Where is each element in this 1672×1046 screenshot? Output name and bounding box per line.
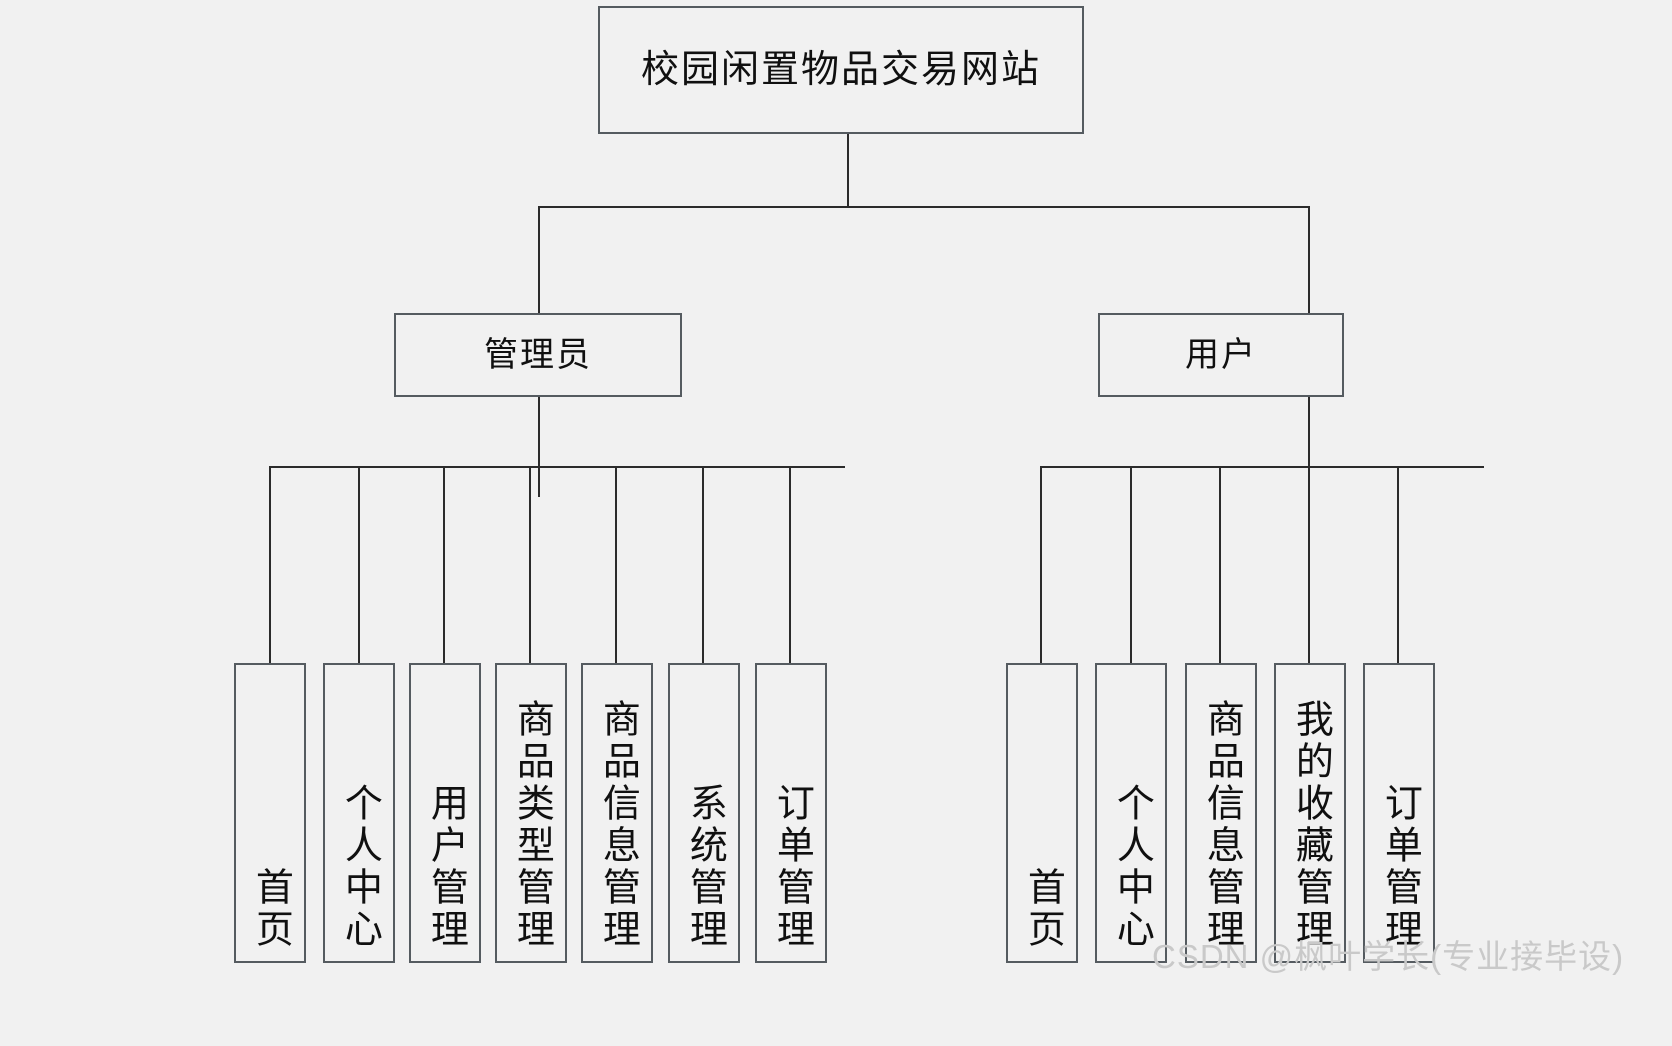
leaf-user-product-info-management: 商品信息管理 <box>1185 663 1257 963</box>
leaf-user-personal-center-label: 个人中心 <box>1110 783 1153 951</box>
connector-admin-bus <box>269 466 845 468</box>
connector-user-bus <box>1040 466 1484 468</box>
leaf-admin-order-management-label: 订单管理 <box>770 783 813 951</box>
leaf-admin-order-management: 订单管理 <box>755 663 827 963</box>
leaf-user-my-favorites-management-label: 我的收藏管理 <box>1289 699 1332 951</box>
leaf-user-order-management: 订单管理 <box>1363 663 1435 963</box>
role-node-admin-label: 管理员 <box>484 336 592 374</box>
connector-user-stem <box>1308 397 1310 497</box>
leaf-admin-home-label: 首页 <box>249 867 292 951</box>
connector-admin-drop-5 <box>615 466 617 663</box>
connector-user-drop-1 <box>1040 466 1042 663</box>
leaf-user-my-favorites-management: 我的收藏管理 <box>1274 663 1346 963</box>
connector-admin-stem <box>538 397 540 497</box>
connector-admin-drop-7 <box>789 466 791 663</box>
role-node-user-label: 用户 <box>1185 336 1257 374</box>
connector-level1-bus <box>538 206 1310 208</box>
leaf-admin-personal-center: 个人中心 <box>323 663 395 963</box>
connector-admin-drop-2 <box>358 466 360 663</box>
leaf-user-home-label: 首页 <box>1021 867 1064 951</box>
connector-to-admin <box>538 206 540 313</box>
role-node-user: 用户 <box>1098 313 1344 397</box>
leaf-admin-personal-center-label: 个人中心 <box>338 783 381 951</box>
root-node-website: 校园闲置物品交易网站 <box>598 6 1084 134</box>
connector-admin-drop-1 <box>269 466 271 663</box>
leaf-admin-system-management-label: 系统管理 <box>683 783 726 951</box>
connector-user-drop-5 <box>1397 466 1399 663</box>
leaf-admin-user-management-label: 用户管理 <box>424 783 467 951</box>
connector-to-user <box>1308 206 1310 313</box>
connector-root-stem <box>847 134 849 208</box>
connector-user-drop-3 <box>1219 466 1221 663</box>
connector-admin-drop-6 <box>702 466 704 663</box>
leaf-admin-product-info-management-label: 商品信息管理 <box>596 699 639 951</box>
connector-admin-drop-4 <box>529 466 531 663</box>
leaf-admin-user-management: 用户管理 <box>409 663 481 963</box>
role-node-admin: 管理员 <box>394 313 682 397</box>
leaf-user-product-info-management-label: 商品信息管理 <box>1200 699 1243 951</box>
connector-admin-drop-3 <box>443 466 445 663</box>
leaf-admin-product-info-management: 商品信息管理 <box>581 663 653 963</box>
connector-user-drop-2 <box>1130 466 1132 663</box>
leaf-admin-system-management: 系统管理 <box>668 663 740 963</box>
leaf-admin-home: 首页 <box>234 663 306 963</box>
root-node-label: 校园闲置物品交易网站 <box>640 49 1041 91</box>
connector-user-drop-4 <box>1308 466 1310 663</box>
leaf-user-personal-center: 个人中心 <box>1095 663 1167 963</box>
leaf-user-order-management-label: 订单管理 <box>1378 783 1421 951</box>
leaf-user-home: 首页 <box>1006 663 1078 963</box>
leaf-admin-product-category-management: 商品类型管理 <box>495 663 567 963</box>
leaf-admin-product-category-management-label: 商品类型管理 <box>510 699 553 951</box>
